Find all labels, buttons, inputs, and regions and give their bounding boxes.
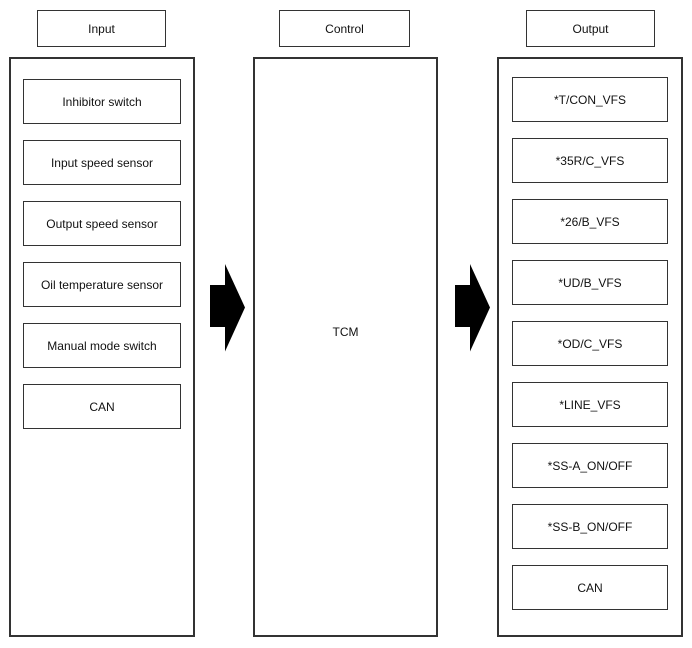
output-item-can: CAN bbox=[512, 565, 668, 610]
input-to-control-arrow-icon bbox=[210, 264, 245, 352]
output-item-tcon-vfs: *T/CON_VFS bbox=[512, 77, 668, 122]
input-item-input-speed-sensor: Input speed sensor bbox=[23, 140, 181, 185]
input-item-output-speed-sensor: Output speed sensor bbox=[23, 201, 181, 246]
control-column-header: Control bbox=[279, 10, 410, 47]
control-to-output-arrow-icon bbox=[455, 264, 490, 352]
input-item-inhibitor-switch: Inhibitor switch bbox=[23, 79, 181, 124]
input-item-manual-mode-switch: Manual mode switch bbox=[23, 323, 181, 368]
control-column: TCM bbox=[253, 57, 438, 637]
input-item-oil-temperature-sensor: Oil temperature sensor bbox=[23, 262, 181, 307]
output-item-26b-vfs: *26/B_VFS bbox=[512, 199, 668, 244]
output-column-header: Output bbox=[526, 10, 655, 47]
output-item-35rc-vfs: *35R/C_VFS bbox=[512, 138, 668, 183]
output-item-udb-vfs: *UD/B_VFS bbox=[512, 260, 668, 305]
output-item-line-vfs: *LINE_VFS bbox=[512, 382, 668, 427]
output-column: *T/CON_VFS *35R/C_VFS *26/B_VFS *UD/B_VF… bbox=[497, 57, 683, 637]
input-item-can: CAN bbox=[23, 384, 181, 429]
input-column: Inhibitor switch Input speed sensor Outp… bbox=[9, 57, 195, 637]
output-item-ss-a-onoff: *SS-A_ON/OFF bbox=[512, 443, 668, 488]
tcm-label: TCM bbox=[332, 325, 359, 339]
output-item-odc-vfs: *OD/C_VFS bbox=[512, 321, 668, 366]
output-item-ss-b-onoff: *SS-B_ON/OFF bbox=[512, 504, 668, 549]
input-column-header: Input bbox=[37, 10, 166, 47]
